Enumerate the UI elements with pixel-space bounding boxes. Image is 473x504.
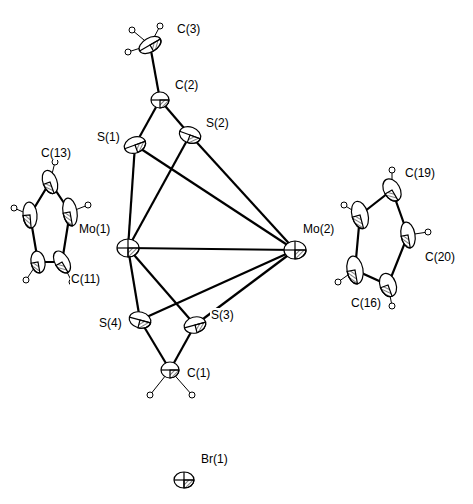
atom-label: Mo(1)	[78, 222, 111, 236]
hydrogen-atoms	[11, 23, 431, 398]
atom-label: S(4)	[98, 316, 123, 330]
atom-label: Br(1)	[200, 452, 229, 466]
atom-label: C(1)	[186, 366, 211, 380]
atom-label: C(3)	[176, 22, 201, 36]
atom-label: C(20)	[424, 250, 456, 264]
atom-label: S(3)	[210, 308, 235, 322]
atom-label: Mo(2)	[302, 222, 335, 236]
atom-label: S(2)	[205, 116, 230, 130]
atom-label: C(2)	[174, 78, 199, 92]
bonds	[30, 45, 408, 370]
atom-label: C(19)	[404, 166, 436, 180]
atom-label: S(1)	[96, 130, 121, 144]
atom-label: C(13)	[40, 146, 72, 160]
atom-label: C(16)	[350, 296, 382, 310]
thermal-ellipsoids	[22, 33, 417, 488]
hydrogen-bonds	[14, 26, 428, 395]
atom-label: C(11)	[70, 272, 101, 286]
